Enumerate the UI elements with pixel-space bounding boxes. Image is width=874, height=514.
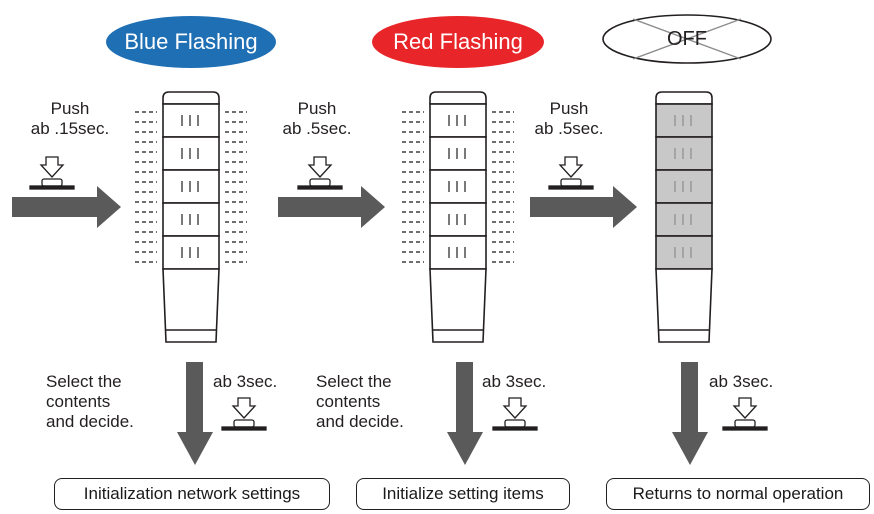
tower-tier <box>655 136 713 171</box>
tower-tier <box>429 103 487 138</box>
tower-tier <box>655 169 713 204</box>
right-arrow-3 <box>530 186 637 228</box>
result-box-1: Initialization network settings <box>54 478 330 510</box>
hold-label-3: ab 3sec. <box>709 372 774 391</box>
tower-tier <box>429 169 487 204</box>
push-label-1: Push ab .15sec. <box>30 99 110 138</box>
result-box-3: Returns to normal operation <box>606 478 870 510</box>
hold-label-1: ab 3sec. <box>213 372 278 391</box>
right-arrow-1 <box>12 186 121 228</box>
tower-tier <box>429 202 487 237</box>
right-arrow-2 <box>278 186 385 228</box>
tower-tier <box>162 136 220 171</box>
tower-tier <box>429 136 487 171</box>
tower-tier <box>162 235 220 270</box>
tower-tier <box>655 202 713 237</box>
state-oval-off: OFF <box>601 13 773 65</box>
down-arrow-2 <box>447 362 483 465</box>
tower-tier <box>162 103 220 138</box>
select-label-2: Select the contents and decide. <box>316 372 404 431</box>
hold-label-2: ab 3sec. <box>482 372 547 391</box>
down-arrow-3 <box>672 362 708 465</box>
tower-tier <box>162 169 220 204</box>
signal-tower <box>655 91 713 343</box>
state-oval-red: Red Flashing <box>372 16 544 68</box>
tower-tier <box>655 103 713 138</box>
signal-tower <box>429 91 487 343</box>
state-oval-off-label: OFF <box>667 27 707 50</box>
push-label-3: Push ab .5sec. <box>534 99 604 138</box>
off-cross-icon <box>602 14 772 64</box>
tower-tier <box>162 202 220 237</box>
state-oval-blue: Blue Flashing <box>106 16 276 68</box>
select-label-1: Select the contents and decide. <box>46 372 134 431</box>
tower-tier <box>429 235 487 270</box>
tower-tier <box>655 235 713 270</box>
signal-tower <box>162 91 220 343</box>
push-label-2: Push ab .5sec. <box>282 99 352 138</box>
down-arrow-1 <box>177 362 213 465</box>
result-box-2: Initialize setting items <box>356 478 570 510</box>
